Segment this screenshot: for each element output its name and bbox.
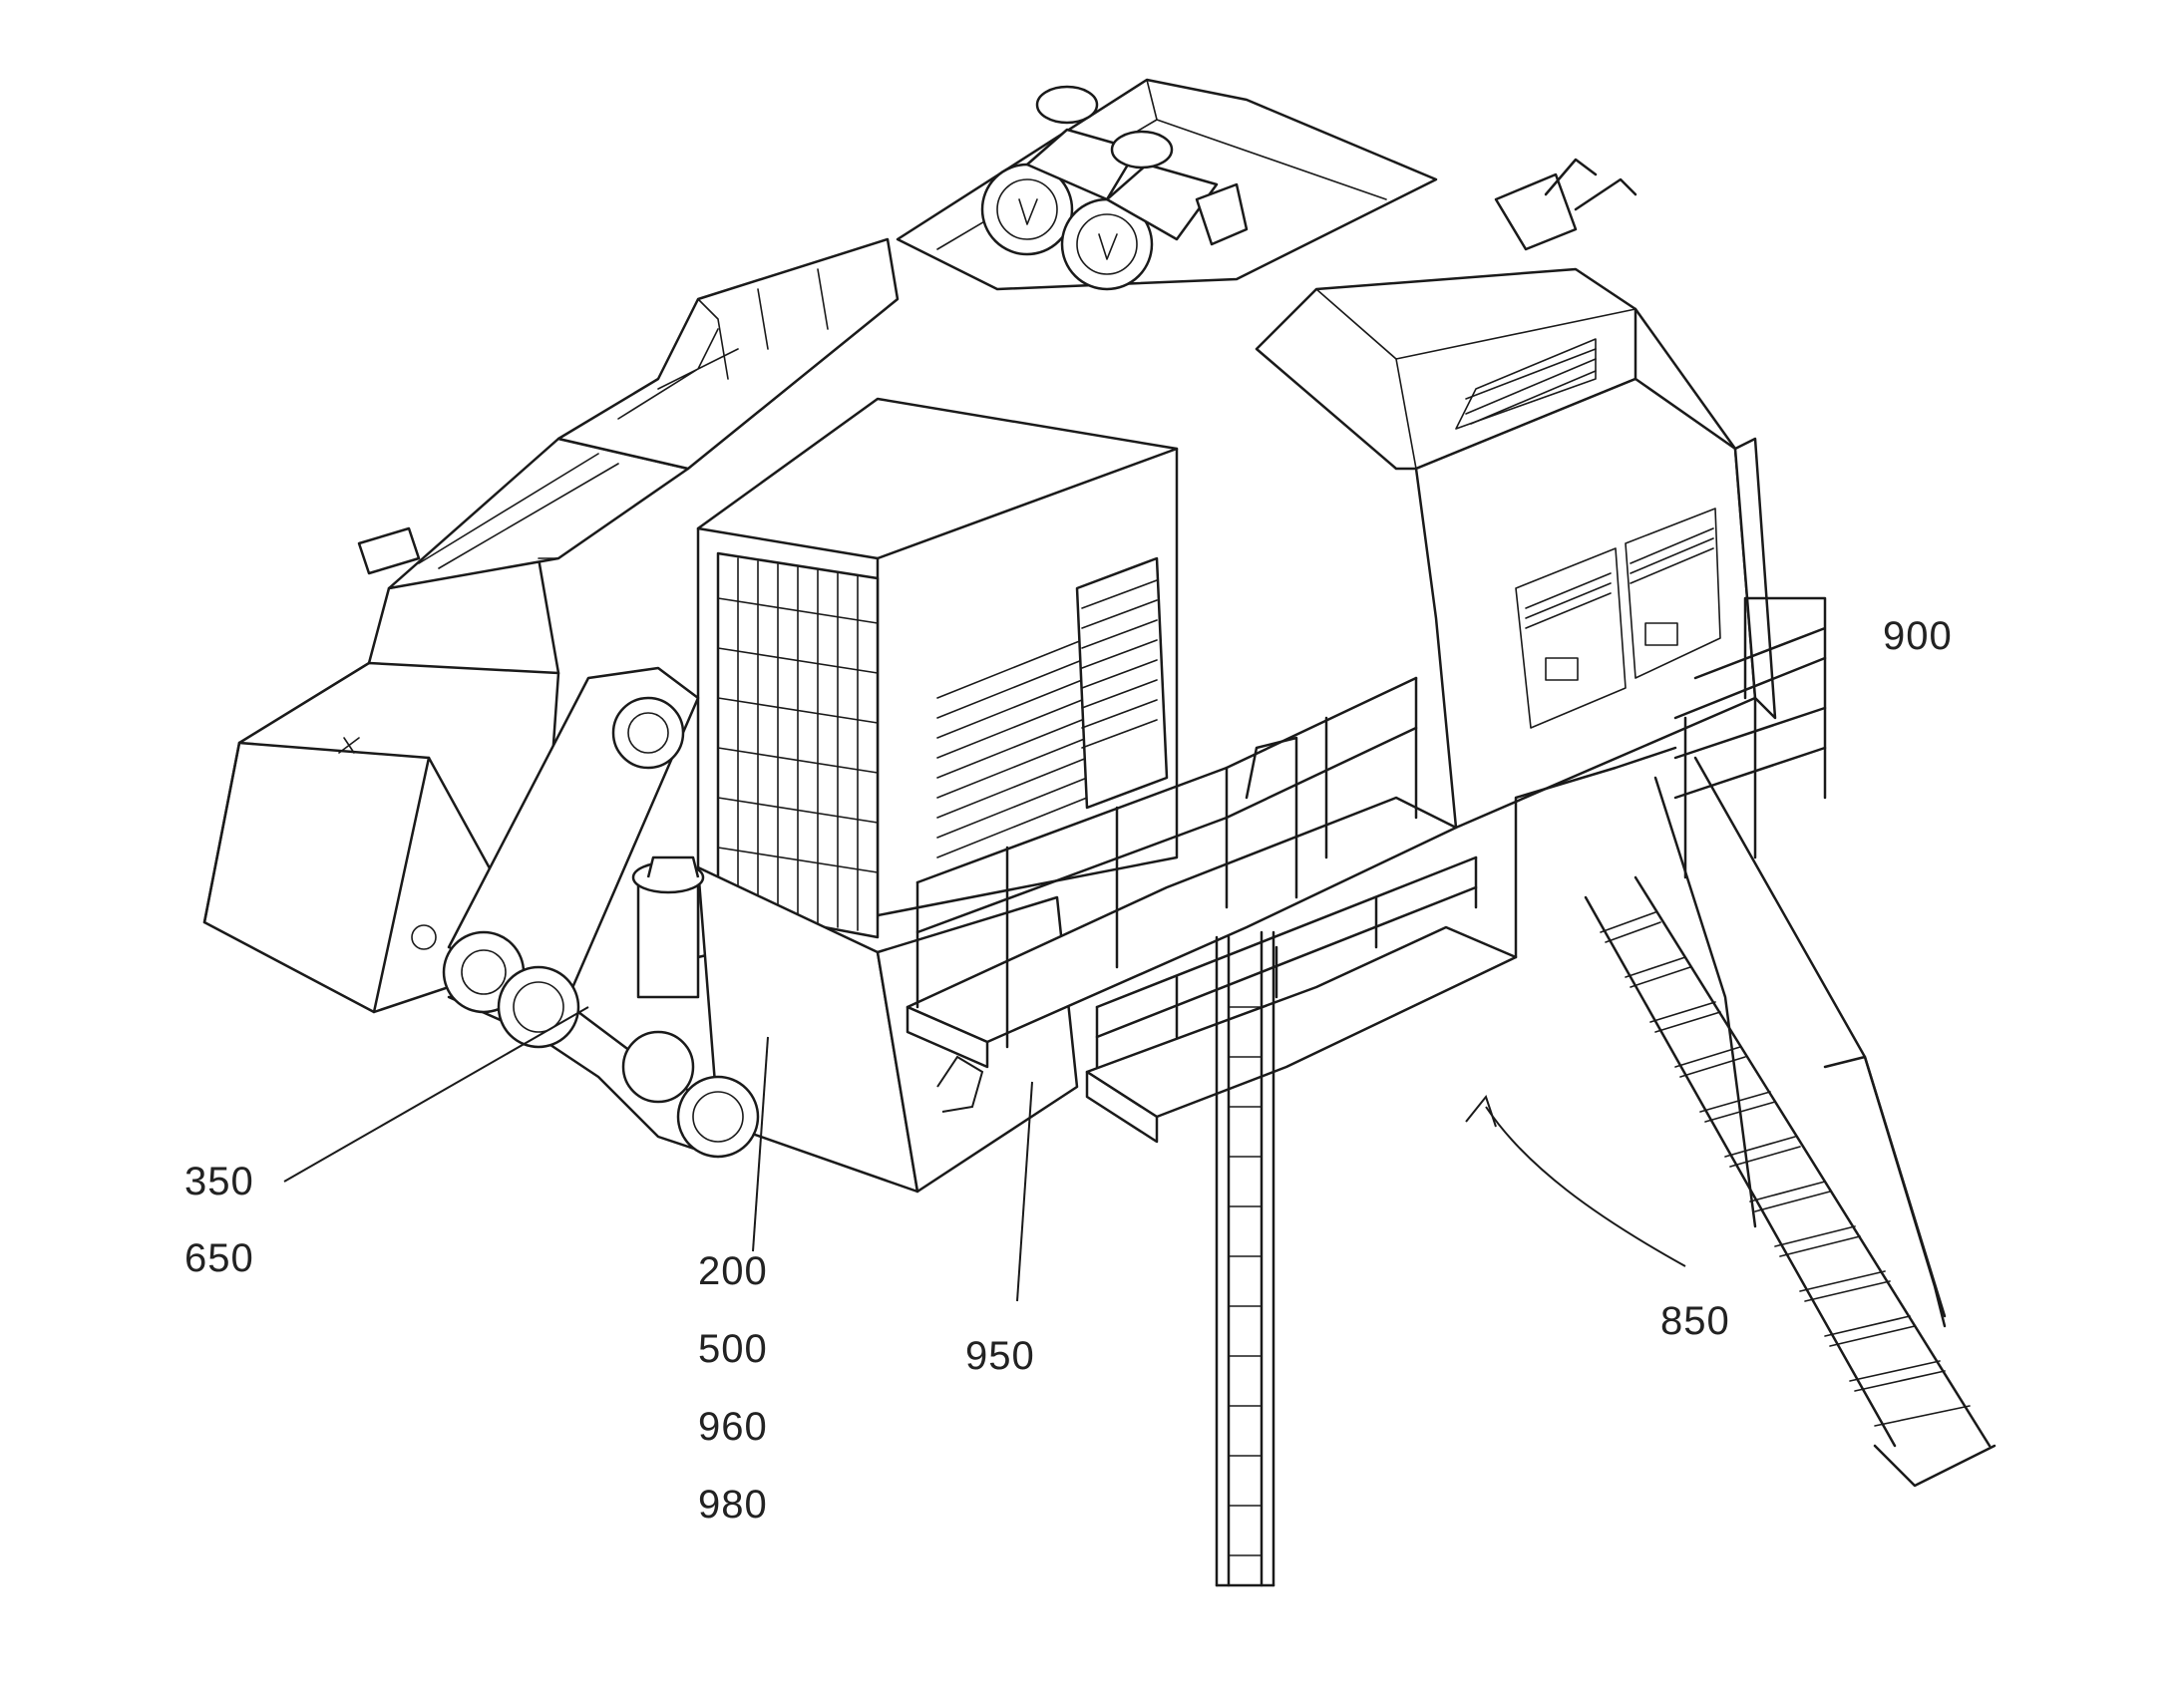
boom-foot <box>442 666 760 1159</box>
ref-numeral-650: 650 <box>184 1236 254 1280</box>
ref-numeral-350: 350 <box>184 1160 254 1203</box>
engine-enclosure <box>1255 267 1777 830</box>
ref-numeral-850: 850 <box>1660 1299 1730 1343</box>
ref-numeral-980: 980 <box>698 1483 768 1527</box>
ref-numeral-200: 200 <box>698 1249 768 1293</box>
leader-lines <box>283 1006 1033 1302</box>
cooling-module <box>696 397 1179 959</box>
ref-numeral-500: 500 <box>698 1327 768 1371</box>
lower-housing <box>696 865 1079 1194</box>
ref-numeral-960: 960 <box>698 1405 768 1449</box>
walkway-platform <box>906 596 1827 1144</box>
ref-numeral-900: 900 <box>1883 614 1953 658</box>
top-frame <box>896 78 1637 291</box>
slew-rotation-arrow <box>1465 1094 1686 1267</box>
vertical-ladder <box>1215 930 1275 1587</box>
upper-left-deck <box>387 237 900 590</box>
inclined-stairway <box>1584 756 1997 1488</box>
ref-numeral-950: 950 <box>965 1334 1035 1378</box>
